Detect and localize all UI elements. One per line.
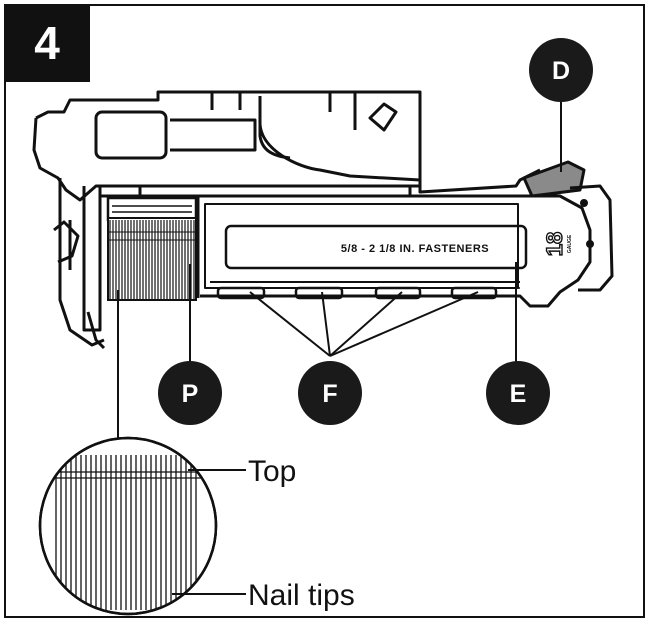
callout-p-label: P (182, 380, 199, 408)
callout-e-label: E (510, 380, 527, 408)
magazine-latch (522, 160, 614, 292)
leader-f-4 (329, 291, 479, 357)
leader-f-2 (321, 291, 331, 357)
gauge-marking: 18 GAUGE (541, 231, 573, 257)
magazine-label: 5/8 - 2 1/8 IN. FASTENERS (341, 243, 489, 255)
top-label: Top (248, 455, 296, 488)
leader-f-3 (329, 291, 403, 357)
gauge-number: 18 (542, 232, 567, 256)
leader-f-1 (249, 291, 331, 357)
inset-label-top: Top (188, 455, 296, 488)
callout-e: E (486, 361, 550, 425)
step-number-badge: 4 (4, 4, 90, 82)
nail-tips-label: Nail tips (248, 579, 355, 612)
callout-p: P (158, 361, 222, 425)
callout-d: D (529, 38, 593, 102)
gauge-word: GAUGE (567, 234, 573, 253)
tool-head (32, 90, 422, 350)
figure-frame (4, 4, 645, 618)
nail-strip (106, 196, 198, 301)
magazine-rail (100, 168, 541, 198)
callout-f: F (298, 361, 362, 425)
callout-d-label: D (552, 57, 570, 85)
leader-lines (117, 92, 562, 440)
inset-label-nail-tips: Nail tips (172, 579, 355, 612)
feed-slots (216, 286, 498, 300)
nail-strip-inset (38, 436, 218, 616)
callout-f-label: F (322, 380, 337, 408)
